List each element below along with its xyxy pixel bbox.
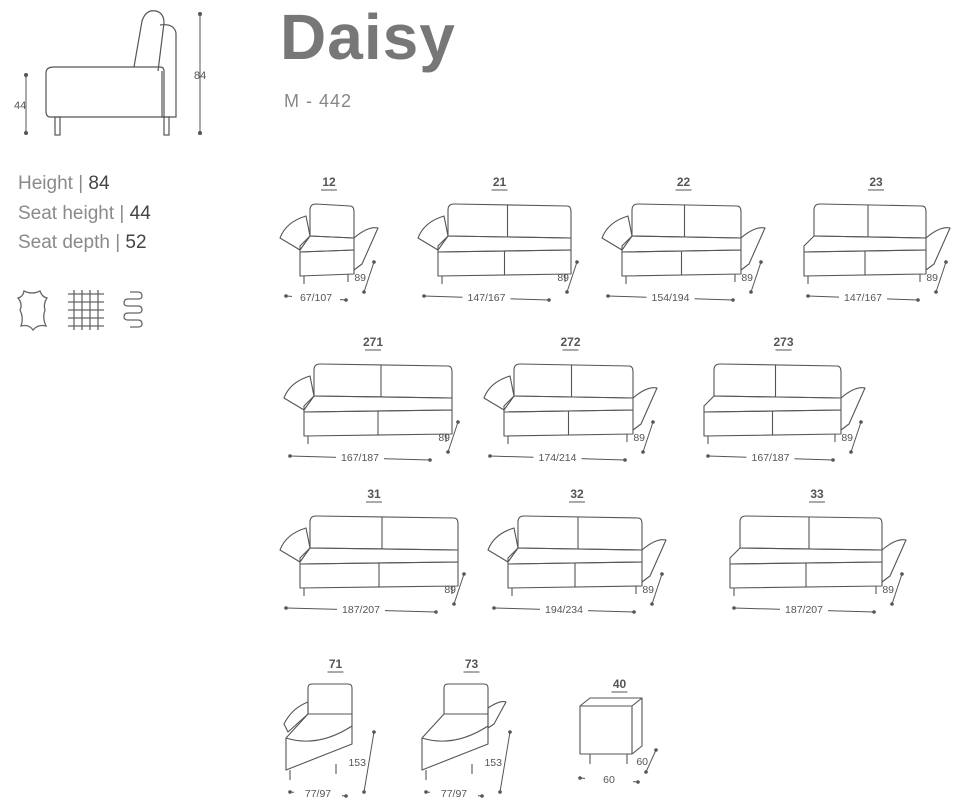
module-width: 154/194: [652, 292, 690, 304]
module-273: 273 89 167/187: [696, 330, 871, 465]
module-width: 77/97: [441, 788, 467, 800]
module-width: 187/207: [785, 604, 823, 616]
module-32: 32 89 194/234: [482, 482, 672, 630]
module-31: 31 89 187/207: [274, 482, 474, 630]
module-drawing: 272 89 174/214: [483, 335, 658, 464]
module-73: 73 153 77/97: [414, 652, 529, 804]
module-code: 32: [570, 487, 584, 501]
module-width: 77/97: [305, 788, 331, 800]
module-width: 60: [603, 774, 615, 786]
leather-icon: [16, 290, 49, 332]
spec-separator: |: [115, 232, 121, 253]
module-drawing: 273 89 167/187: [703, 335, 866, 464]
spec-seat-height: Seat height | 44: [18, 203, 151, 225]
module-code: 33: [810, 487, 824, 501]
module-code: 73: [465, 657, 479, 671]
feature-icons: [16, 290, 143, 332]
module-drawing: 73 153 77/97: [421, 657, 512, 800]
module-drawing: 271 89 167/187: [283, 335, 460, 464]
module-depth: 89: [444, 584, 456, 596]
model-number: M - 442: [284, 91, 353, 111]
module-code: 40: [613, 677, 627, 691]
module-width: 174/214: [539, 452, 577, 464]
spec-separator: |: [119, 203, 125, 224]
module-272: 272 89 174/214: [478, 330, 663, 465]
module-code: 273: [773, 335, 793, 349]
module-drawing: 32 89 194/234: [487, 487, 667, 616]
module-drawing: 71 153 77/97: [283, 657, 376, 800]
spec-seat-depth: Seat depth | 52: [18, 232, 147, 254]
product-title: Daisy: [280, 1, 456, 73]
module-width: 167/187: [341, 452, 379, 464]
module-depth: 89: [557, 272, 569, 284]
spec-label: Height: [18, 173, 73, 194]
module-22: 22 89 154/194: [596, 170, 771, 310]
module-code: 31: [367, 487, 381, 501]
spec-label: Seat height: [18, 203, 115, 224]
module-drawing: 40 60 60: [578, 677, 658, 786]
module-drawing: 23 89 147/167: [803, 175, 951, 304]
module-code: 272: [560, 335, 580, 349]
spec-label: Seat depth: [18, 232, 110, 253]
module-code: 12: [322, 175, 336, 189]
spec-value: 52: [125, 232, 147, 253]
module-depth: 89: [741, 272, 753, 284]
module-width: 167/187: [752, 452, 790, 464]
module-12: 12 89 67/107: [274, 170, 384, 310]
module-width: 187/207: [342, 604, 380, 616]
module-code: 271: [363, 335, 383, 349]
spring-icon: [123, 291, 143, 328]
module-drawing: 33 89 187/207: [729, 487, 907, 616]
spec-height: Height | 84: [18, 173, 110, 195]
module-code: 21: [493, 175, 507, 189]
module-depth: 89: [642, 584, 654, 596]
module-depth: 89: [841, 432, 853, 444]
height-label: 84: [194, 70, 206, 82]
module-21: 21 89 147/167: [412, 170, 587, 310]
spec-separator: |: [78, 173, 84, 194]
module-40: 40 60 60: [572, 672, 667, 797]
module-drawing: 21 89 147/167: [417, 175, 579, 304]
module-width: 67/107: [300, 292, 332, 304]
module-71: 71 153 77/97: [278, 652, 393, 804]
module-33: 33 89 187/207: [722, 482, 912, 630]
module-depth: 89: [438, 432, 450, 444]
module-depth: 89: [633, 432, 645, 444]
module-drawing: 12 89 67/107: [279, 175, 379, 304]
spec-value: 84: [88, 173, 110, 194]
module-depth: 153: [348, 757, 366, 769]
module-depth: 89: [882, 584, 894, 596]
module-code: 23: [869, 175, 883, 189]
module-width: 147/167: [844, 292, 882, 304]
module-width: 194/234: [545, 604, 583, 616]
module-23: 23 89 147/167: [796, 170, 954, 310]
module-depth: 153: [484, 757, 502, 769]
seat-height-label: 44: [14, 100, 26, 112]
module-width: 147/167: [468, 292, 506, 304]
module-drawing: 22 89 154/194: [601, 175, 766, 304]
side-profile-drawing: 44 84: [14, 10, 206, 136]
module-271: 271 89 167/187: [278, 330, 468, 465]
module-drawing: 31 89 187/207: [279, 487, 466, 616]
module-depth: 60: [636, 756, 648, 768]
module-code: 71: [329, 657, 343, 671]
module-code: 22: [677, 175, 691, 189]
module-depth: 89: [354, 272, 366, 284]
fabric-icon: [68, 290, 104, 330]
spec-value: 44: [129, 203, 151, 224]
module-depth: 89: [926, 272, 938, 284]
